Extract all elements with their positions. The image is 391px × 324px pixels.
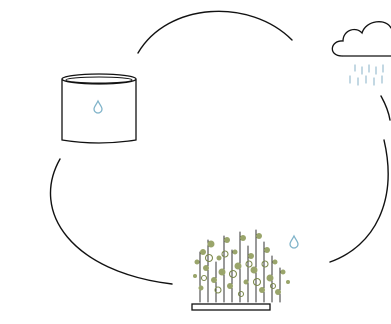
arc-plants-to-cloud-right (330, 140, 388, 262)
plant-water-drop-icon (290, 236, 298, 248)
rain-streaks-icon (350, 65, 383, 85)
arc-tank-to-plants (50, 159, 172, 284)
arc-tank-to-cloud (138, 11, 292, 53)
arc-cloud-right-stub (381, 96, 390, 120)
plant-bed-icon (192, 230, 290, 310)
rain-cloud-icon (332, 22, 391, 56)
water-tank-icon (62, 74, 136, 143)
tank-water-drop-icon (94, 101, 102, 113)
